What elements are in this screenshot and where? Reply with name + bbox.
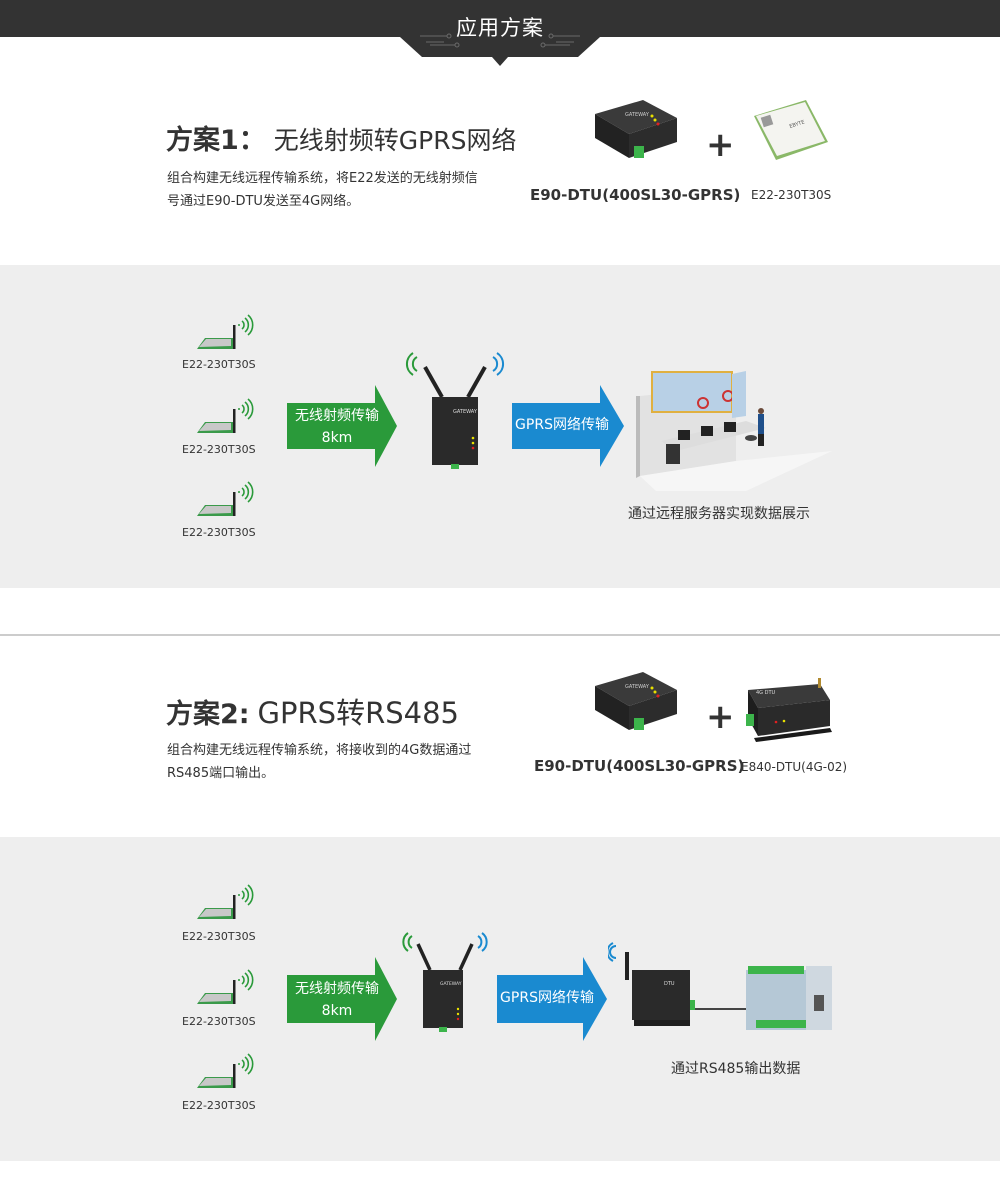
svg-text:GATEWAY: GATEWAY	[625, 112, 650, 118]
scheme2-caption: 通过RS485输出数据	[671, 1061, 801, 1077]
rf-transmission-arrow	[287, 385, 397, 467]
svg-text:DTU: DTU	[664, 981, 675, 987]
product-label-e840: E840-DTU(4G-02)	[741, 760, 848, 774]
rf-node-icon	[197, 884, 254, 919]
rf-node-icon	[197, 1053, 254, 1088]
scheme1-title: 方案1： 无线射频转GPRS网络	[166, 118, 516, 157]
gprs-transmission-arrow	[512, 385, 624, 467]
section-divider	[0, 634, 1000, 636]
rf-node-label: E22-230T30S	[182, 443, 256, 456]
scheme2-title: 方案2: GPRS转RS485	[166, 690, 459, 732]
rf-arrow-label: 无线射频传输 8km	[295, 981, 379, 1019]
svg-text:GATEWAY: GATEWAY	[440, 981, 462, 987]
header-tab-shape	[400, 33, 600, 66]
product-label-e22: E22-230T30S	[751, 188, 832, 202]
gateway-device-icon: GATEWAY	[595, 672, 677, 730]
gprs-arrow-label: GPRS网络传输	[500, 990, 594, 1006]
rf-transmission-arrow	[287, 957, 397, 1041]
svg-text:EBYTE: EBYTE	[789, 119, 806, 130]
gprs-arrow-label: GPRS网络传输	[515, 417, 609, 433]
scheme1-caption: 通过远程服务器实现数据展示	[628, 506, 810, 522]
plus-sign: +	[706, 125, 735, 165]
scheme1-diagram-panel	[0, 265, 1000, 588]
plus-sign: +	[706, 697, 735, 737]
scheme2-title-prefix: 方案2:	[166, 699, 250, 730]
product-label-e90: E90-DTU(400SL30-GPRS)	[534, 757, 745, 775]
svg-text:4G DTU: 4G DTU	[756, 690, 776, 696]
dtu-to-plc-illustration: DTU	[608, 942, 832, 1030]
rf-node-label: E22-230T30S	[182, 358, 256, 371]
rf-node-icon	[197, 481, 254, 516]
svg-text:GATEWAY: GATEWAY	[625, 684, 650, 690]
gateway-device-icon: GATEWAY	[595, 100, 677, 158]
rf-node-label: E22-230T30S	[182, 526, 256, 539]
gprs-transmission-arrow	[497, 957, 607, 1041]
rf-module-chip-icon: EBYTE	[754, 100, 828, 160]
rf-node-label: E22-230T30S	[182, 1015, 256, 1028]
scheme1-title-suffix: 无线射频转GPRS网络	[273, 126, 517, 155]
rf-node-icon	[197, 314, 254, 349]
rf-node-label: E22-230T30S	[182, 1099, 256, 1112]
svg-text:GATEWAY: GATEWAY	[453, 409, 478, 415]
gateway-antenna-device-icon: GATEWAY	[406, 352, 504, 469]
rf-node-icon	[197, 398, 254, 433]
scheme1-title-prefix: 方案1：	[166, 125, 266, 156]
rf-node-icon	[197, 969, 254, 1004]
rf-node-label: E22-230T30S	[182, 930, 256, 943]
dtu-device-icon: 4G DTU	[746, 678, 832, 742]
control-room-illustration	[636, 371, 832, 491]
gateway-antenna-device-icon: GATEWAY	[402, 932, 488, 1032]
scheme2-description: 组合构建无线远程传输系统，将接收到的4G数据通过RS485端口输出。	[167, 743, 472, 781]
rf-arrow-label: 无线射频传输 8km	[295, 408, 379, 446]
header-bar	[0, 0, 1000, 37]
scheme1-description: 组合构建无线远程传输系统，将E22发送的无线射频信号通过E90-DTU发送至4G…	[167, 171, 478, 209]
product-label-e90: E90-DTU(400SL30-GPRS)	[530, 186, 741, 204]
page-title: 应用方案	[456, 16, 544, 40]
scheme2-title-suffix: GPRS转RS485	[257, 696, 459, 730]
